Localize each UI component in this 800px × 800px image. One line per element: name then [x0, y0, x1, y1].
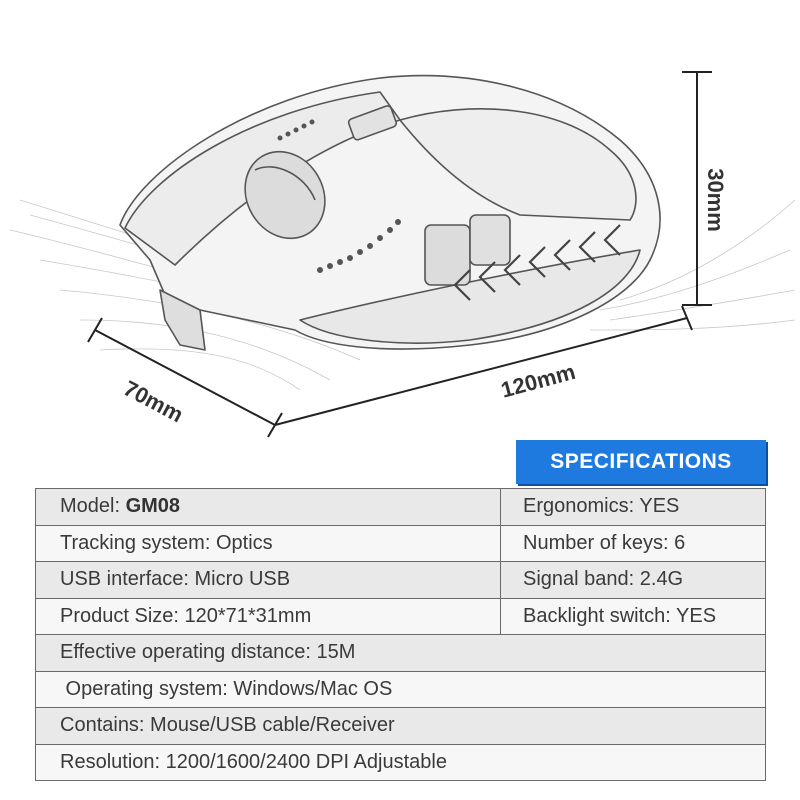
size-cell: Product Size: 120*71*31mm [35, 597, 501, 635]
backlight-cell: Backlight switch: YES [500, 597, 766, 635]
table-row: Product Size: 120*71*31mm Backlight swit… [35, 597, 766, 635]
mouse-outline [119, 74, 661, 351]
table-row: Resolution: 1200/1600/2400 DPI Adjustabl… [35, 743, 766, 781]
led-chevrons [453, 224, 621, 301]
table-row: USB interface: Micro USB Signal band: 2.… [35, 561, 766, 599]
model-cell: Model: GM08 [35, 488, 501, 526]
distance-cell: Effective operating distance: 15M [35, 634, 766, 672]
table-row: Operating system: Windows/Mac OS [35, 670, 766, 708]
usb-cell: USB interface: Micro USB [35, 561, 501, 599]
length-dimension-line [274, 305, 693, 426]
table-row: Contains: Mouse/USB cable/Receiver [35, 707, 766, 745]
specifications-banner: SPECIFICATIONS [516, 440, 766, 484]
height-dimension-line [682, 71, 712, 306]
model-label: Model: [60, 495, 126, 518]
height-label: 30mm [703, 168, 728, 232]
specifications-table: Model: GM08 Ergonomics: YES Tracking sys… [35, 488, 766, 781]
model-value: GM08 [125, 495, 181, 518]
ergonomics-cell: Ergonomics: YES [500, 488, 766, 526]
vent-dots [277, 119, 401, 273]
signal-cell: Signal band: 2.4G [500, 561, 766, 599]
keys-cell: Number of keys: 6 [500, 524, 766, 562]
contains-cell: Contains: Mouse/USB cable/Receiver [35, 707, 766, 745]
tracking-cell: Tracking system: Optics [35, 524, 501, 562]
os-cell: Operating system: Windows/Mac OS [35, 670, 766, 708]
width-label: 70mm [120, 375, 188, 427]
table-row: Model: GM08 Ergonomics: YES [35, 488, 766, 526]
length-label: 120mm [498, 359, 578, 403]
table-row: Tracking system: Optics Number of keys: … [35, 524, 766, 562]
table-row: Effective operating distance: 15M [35, 634, 766, 672]
resolution-cell: Resolution: 1200/1600/2400 DPI Adjustabl… [35, 743, 766, 781]
mouse-sketch-illustration: 30mm 70mm 120mm [9, 71, 796, 438]
